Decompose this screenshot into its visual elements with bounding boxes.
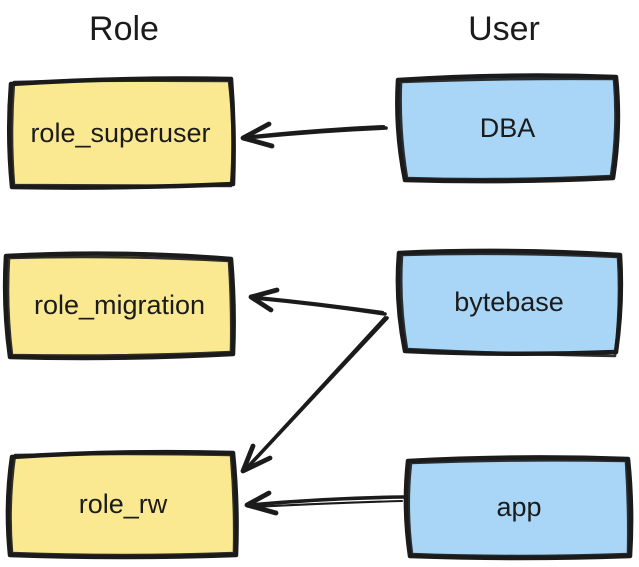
user-bytebase-box-overstroke xyxy=(399,252,621,358)
role-rw-box-shape xyxy=(5,449,239,560)
user-dba-box-overstroke xyxy=(399,77,617,181)
arrow-app-to-role-rw xyxy=(244,490,406,516)
arrow-app-to-role-rw-line xyxy=(248,495,406,507)
user-bytebase-box-shape xyxy=(395,248,624,357)
role-superuser-box-overstroke xyxy=(10,79,234,188)
arrow-bytebase-to-role-rw-line2 xyxy=(247,315,387,467)
role-rw-box xyxy=(5,449,239,560)
arrow-bytebase-to-role-migration-head xyxy=(248,287,280,313)
arrow-bytebase-to-role-migration xyxy=(248,287,387,316)
arrow-dba-to-role-superuser-line2 xyxy=(250,124,386,138)
column-header-user: User xyxy=(468,10,540,48)
arrow-dba-to-role-superuser-line xyxy=(244,126,388,140)
role-superuser-box xyxy=(6,76,236,190)
arrow-bytebase-to-role-migration-line xyxy=(252,296,387,316)
arrow-dba-to-role-superuser-head xyxy=(240,121,275,149)
arrow-bytebase-to-role-migration-line2 xyxy=(256,295,385,314)
user-app-box-shape xyxy=(403,455,634,561)
role-migration-box-shape xyxy=(2,251,236,361)
user-bytebase-box xyxy=(395,248,624,358)
user-dba-box-shape xyxy=(395,73,621,184)
user-dba-box xyxy=(395,73,621,184)
role-superuser-box-shape xyxy=(6,76,236,190)
role-migration-box xyxy=(2,251,236,361)
column-header-role: Role xyxy=(89,10,159,48)
arrow-app-to-role-rw-line2 xyxy=(251,499,404,509)
user-app-box xyxy=(403,455,634,561)
arrow-app-to-role-rw-head xyxy=(244,490,279,516)
arrow-dba-to-role-superuser xyxy=(240,121,388,149)
arrow-bytebase-to-role-rw-head xyxy=(240,443,273,474)
arrow-bytebase-to-role-rw xyxy=(240,315,389,474)
role-migration-box-overstroke xyxy=(6,255,233,357)
user-app-box-overstroke xyxy=(407,459,630,558)
role-rw-box-overstroke xyxy=(9,452,236,557)
